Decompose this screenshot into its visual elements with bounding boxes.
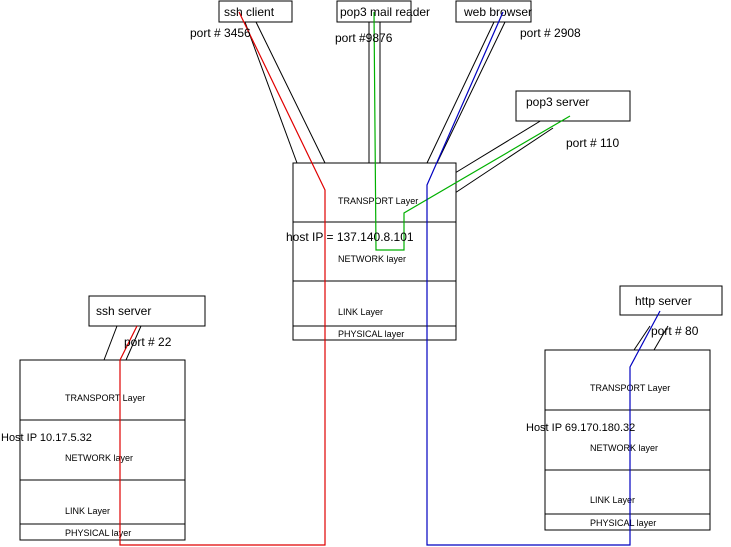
pop3-reader-port: port #9876 [335,31,393,45]
center-host-ip: host IP = 137.140.8.101 [286,230,414,244]
right-network-label: NETWORK layer [590,443,658,453]
app-pop3-server: pop3 server [515,90,631,122]
pop3-server-label: pop3 server [526,95,589,109]
left-host-ip: Host IP 10.17.5.32 [1,432,92,444]
pop3-reader-label: pop3 mail reader [340,5,430,19]
pop3-path [373,11,571,251]
host-stack-left: TRANSPORT Layer NETWORK layer LINK Layer… [19,359,186,541]
left-physical-label: PHYSICAL layer [65,528,131,538]
app-ssh-server: ssh server [88,295,206,327]
http-server-label: http server [635,294,692,308]
ssh-client-port: port # 3456 [190,26,251,40]
ssh-path [119,11,326,546]
port-labels: port # 3456 port #9876 port # 2908 port … [124,26,699,349]
app-http-server: http server [619,285,723,316]
center-physical-label: PHYSICAL layer [338,329,404,339]
http-server-port: port # 80 [651,324,699,338]
web-browser-label: web browser [463,5,532,19]
host-stack-right: TRANSPORT Layer NETWORK layer LINK Layer… [544,349,711,531]
left-network-label: NETWORK layer [65,453,133,463]
ssh-client-label: ssh client [224,5,275,19]
left-link-label: LINK Layer [65,506,110,516]
right-host-ip: Host IP 69.170.180.32 [526,422,635,434]
host-ip-labels: host IP = 137.140.8.101 Host IP 10.17.5.… [1,230,635,444]
http-path [426,11,661,546]
center-network-label: NETWORK layer [338,254,406,264]
ssh-server-port: port # 22 [124,335,172,349]
pop3-server-port: port # 110 [566,136,619,150]
right-link-label: LINK Layer [590,495,635,505]
traffic-paths [119,11,661,546]
ssh-server-label: ssh server [96,304,151,318]
left-transport-label: TRANSPORT Layer [65,393,145,403]
web-browser-port: port # 2908 [520,26,581,40]
app-web-browser: web browser [455,0,532,23]
right-physical-label: PHYSICAL layer [590,518,656,528]
app-pop3-reader: pop3 mail reader [336,0,430,23]
center-link-label: LINK Layer [338,307,383,317]
app-ssh-client: ssh client [218,0,293,23]
center-transport-label: TRANSPORT Layer [338,196,418,206]
connector-lines [103,21,669,361]
host-stack-center: TRANSPORT Layer NETWORK layer LINK Layer… [292,162,457,341]
